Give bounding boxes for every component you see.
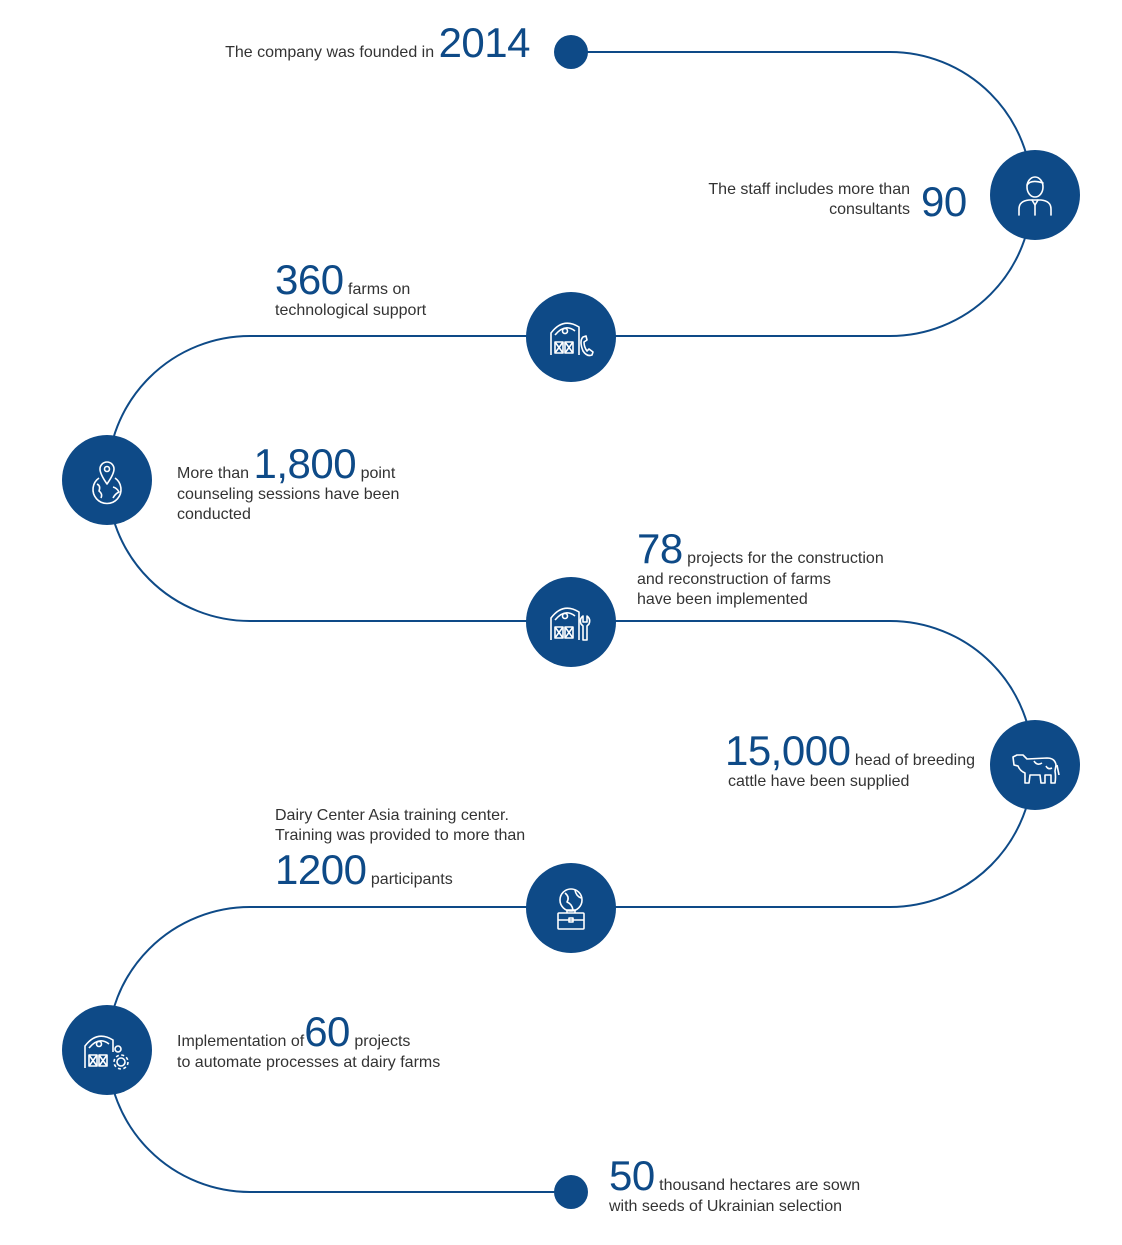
milestone-number: 2014 <box>438 19 531 66</box>
milestone-training: Dairy Center Asia training center. Train… <box>275 806 525 891</box>
milestone-number: 15,000 <box>724 727 851 774</box>
milestone-text: cattle have been supplied <box>727 773 910 790</box>
milestone-number: 60 <box>304 1008 350 1055</box>
milestone-number: 78 <box>637 525 683 572</box>
barn-wrench-icon <box>550 607 591 641</box>
barn-gear-node <box>62 1005 152 1095</box>
milestone-text: conducted <box>177 505 251 523</box>
location-globe-icon <box>92 461 122 505</box>
barn-wrench-node <box>526 577 616 667</box>
milestone-farms: 360 farms on technological support <box>275 259 426 321</box>
cow-node <box>990 720 1080 810</box>
globe-briefcase-icon <box>557 888 585 930</box>
milestone-hectares: 50 thousand hectares are sown with seeds… <box>609 1155 860 1217</box>
milestone-text: head of breeding <box>854 752 975 769</box>
milestone-text: to automate processes at dairy farms <box>177 1054 441 1071</box>
milestone-staff: The staff includes more than consultants <box>708 180 910 219</box>
milestone-founded: The company was founded in 2014 <box>225 22 530 64</box>
milestone-automation: Implementation of60 projects to automate… <box>177 1011 440 1073</box>
barn-phone-node <box>526 292 616 382</box>
timeline-start-dot <box>554 35 588 69</box>
milestone-text: projects for the construction <box>687 550 884 567</box>
milestone-number: 360 <box>275 256 344 303</box>
milestone-text: The staff includes more than <box>708 181 910 198</box>
milestone-text: farms on <box>348 281 411 298</box>
milestone-text: More than <box>177 465 250 482</box>
milestone-text: Implementation of <box>177 1033 305 1050</box>
milestone-cattle: 15,000 head of breeding cattle have been… <box>725 730 975 792</box>
milestone-text: technological support <box>275 302 427 319</box>
milestone-number: 90 <box>921 178 967 225</box>
milestone-text: point <box>360 465 396 482</box>
milestone-text: have been implemented <box>637 590 808 608</box>
milestone-text: and reconstruction of farms <box>637 571 831 588</box>
barn-gear-icon <box>84 1035 129 1070</box>
consultant-node <box>990 150 1080 240</box>
milestone-text: projects <box>354 1033 411 1050</box>
timeline-end-dot <box>554 1175 588 1209</box>
milestone-text: Dairy Center Asia training center. <box>275 807 509 824</box>
milestone-text: consultants <box>829 200 910 218</box>
milestone-counseling: More than 1,800 point counseling session… <box>177 443 399 524</box>
milestone-number: 50 <box>609 1152 655 1199</box>
cow-icon <box>1012 754 1060 784</box>
milestone-text: with seeds of Ukrainian selection <box>609 1198 843 1215</box>
milestone-construction: 78 projects for the construction and rec… <box>637 528 884 609</box>
barn-phone-icon <box>550 322 594 357</box>
milestone-text: The company was founded in <box>225 44 435 61</box>
milestone-text: counseling sessions have been <box>177 486 400 503</box>
milestone-number: 1,800 <box>253 440 357 487</box>
globe-briefcase-node <box>526 863 616 953</box>
milestone-text: thousand hectares are sown <box>659 1177 861 1194</box>
milestone-number: 1200 <box>275 846 367 893</box>
milestone-text: participants <box>370 871 453 888</box>
consultant-icon <box>1018 176 1052 216</box>
milestone-text: Training was provided to more than <box>275 826 526 844</box>
location-globe-node <box>62 435 152 525</box>
